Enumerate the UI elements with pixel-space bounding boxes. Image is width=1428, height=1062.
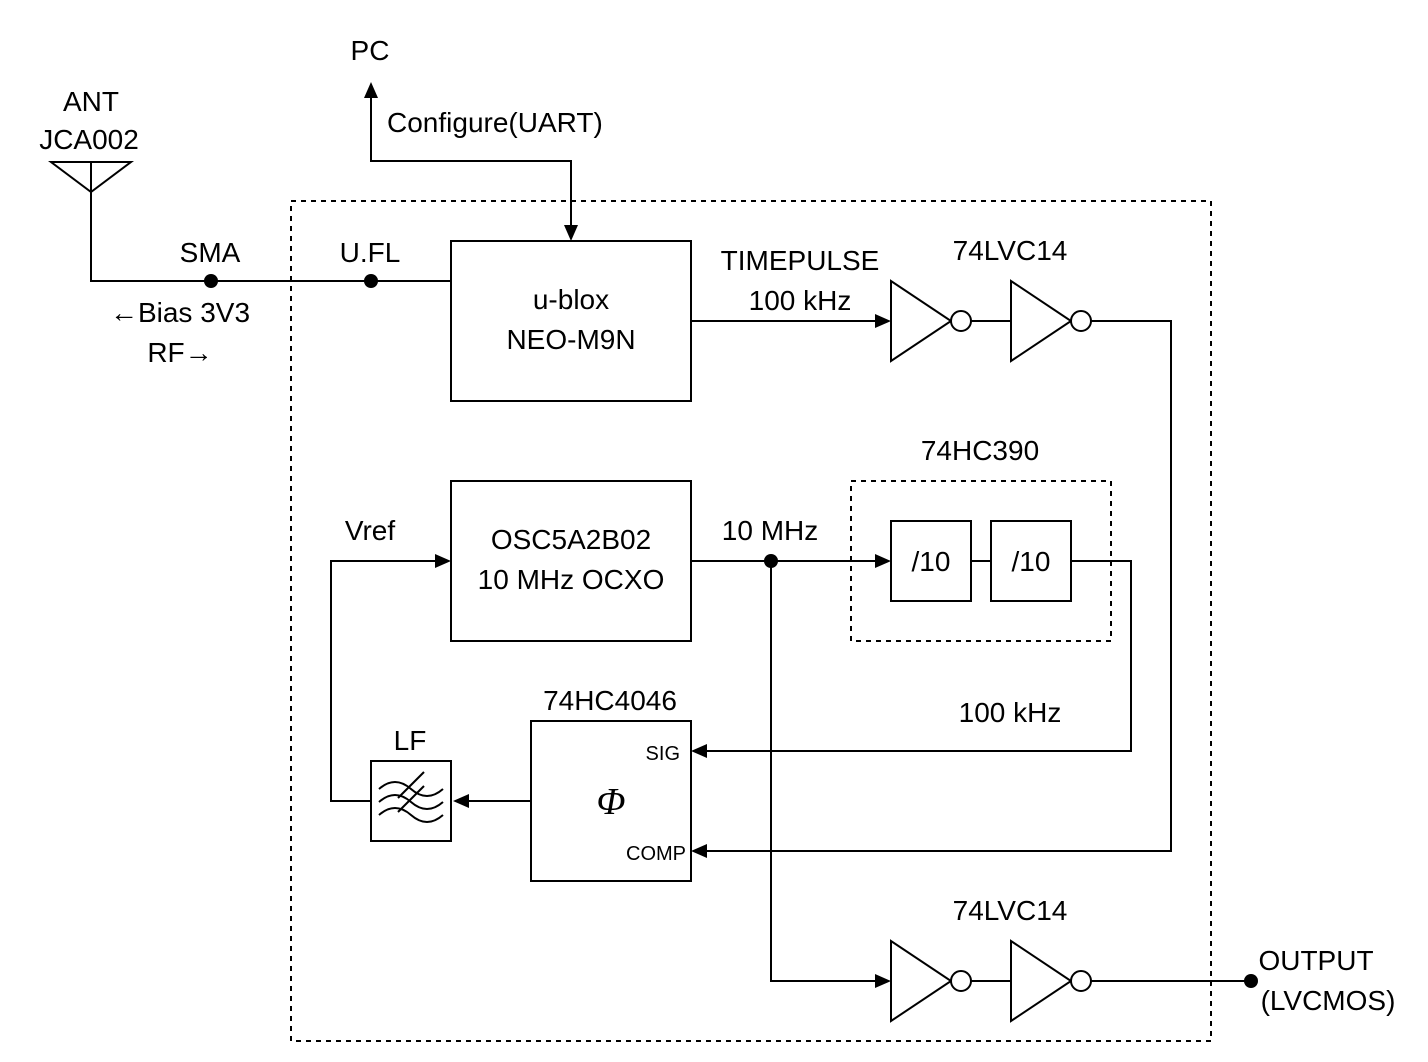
timepulse-arrowhead (875, 314, 891, 328)
phase-detector-box (530, 720, 692, 882)
output-label: OUTPUT (1258, 945, 1373, 976)
gnss-model-label: NEO-M9N (506, 324, 635, 355)
rf-feed-wire (90, 192, 451, 282)
rf-label: RF→ (147, 337, 212, 368)
divider-1-box (890, 520, 972, 602)
sma-connector-dot (204, 274, 218, 288)
sma-label: SMA (180, 237, 241, 268)
pc-label: PC (351, 35, 390, 66)
antenna-part-label: JCA002 (39, 124, 139, 155)
output-buffer-arrowhead (875, 974, 891, 988)
ocxo-part-label: OSC5A2B02 (491, 524, 651, 555)
pd-phi-symbol: Φ (597, 781, 626, 823)
ufl-connector-dot (364, 274, 378, 288)
ocxo-box (450, 480, 692, 642)
sig-wire (706, 560, 1132, 752)
uart-wire (370, 96, 572, 228)
divider-2-label: /10 (1012, 546, 1051, 577)
comp-feedback-wire (706, 320, 1172, 852)
gnss-module-box (450, 240, 692, 402)
bias-label: ←Bias 3V3 (110, 297, 250, 328)
board-boundary (290, 200, 1212, 1042)
ocxo-desc-label: 10 MHz OCXO (478, 564, 665, 595)
pd-sig-label: SIG (646, 743, 680, 765)
pd-comp-label: COMP (626, 843, 686, 865)
vref-arrowhead (435, 554, 451, 568)
uart-arrowhead (564, 225, 578, 241)
gnss-vendor-label: u-blox (533, 284, 609, 315)
antenna-icon (48, 161, 134, 194)
lf-label: LF (394, 725, 427, 756)
sig-arrowhead (691, 744, 707, 758)
timepulse-label: TIMEPULSE (721, 245, 880, 276)
inverter-bottom-2 (1010, 939, 1092, 1023)
inverter-top-2 (1010, 279, 1092, 363)
buffer-top-label: 74LVC14 (953, 235, 1068, 266)
output-terminal-dot (1244, 974, 1258, 988)
freq-10mhz-label: 10 MHz (722, 515, 818, 546)
filter-icon (378, 771, 444, 823)
timepulse-freq-label: 100 kHz (749, 285, 852, 316)
inverter-top-1 (890, 279, 972, 363)
buffer-bottom-label: 74LVC14 (953, 895, 1068, 926)
divider-group-label: 74HC390 (921, 435, 1039, 466)
divider-in-arrowhead (875, 554, 891, 568)
vref-wire (330, 560, 436, 802)
lf-in-arrowhead (453, 794, 469, 808)
output-branch-wire (770, 561, 876, 982)
output-type-label: (LVCMOS) (1261, 985, 1396, 1016)
divider-1-label: /10 (912, 546, 951, 577)
antenna-name-label: ANT (63, 86, 119, 117)
comp-arrowhead (691, 844, 707, 858)
inverter-bottom-1 (890, 939, 972, 1023)
ufl-label: U.FL (340, 237, 401, 268)
divider-2-box (990, 520, 1072, 602)
pd-title-label: 74HC4046 (543, 685, 677, 716)
configure-label: Configure(UART) (387, 107, 603, 138)
pc-arrowhead (364, 82, 378, 98)
vref-label: Vref (345, 515, 396, 546)
freq-100khz-label: 100 kHz (959, 697, 1062, 728)
